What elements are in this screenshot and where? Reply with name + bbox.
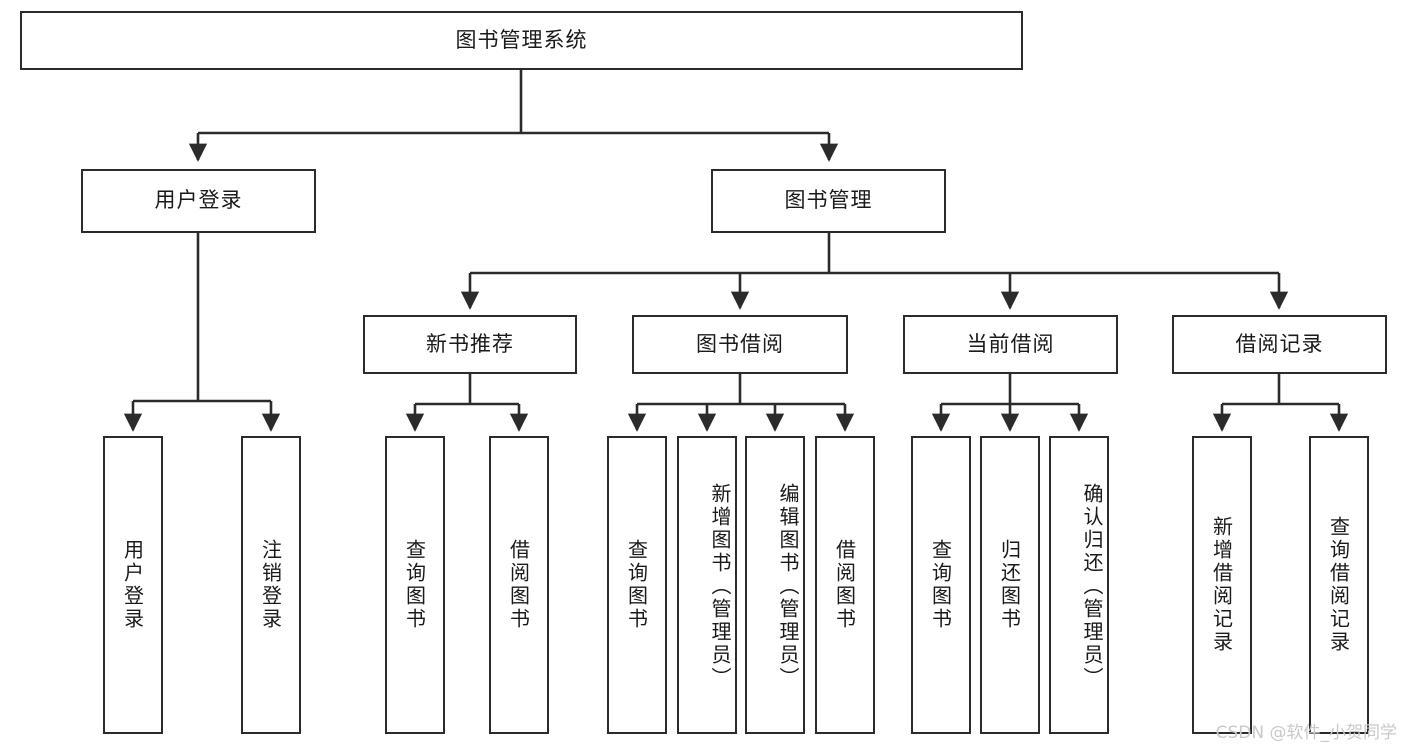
node-book-borrow[interactable]: 图书借阅 [632,315,848,374]
node-label: 用户登录 [154,188,243,213]
node-label: 归还图书 [997,539,1022,631]
node-label: 借阅记录 [1235,331,1324,356]
node-label: 查询图书 [402,539,427,631]
node-label: 借阅图书 [506,539,531,631]
leaf-borrow-book-borrow[interactable]: 借阅图书 [815,436,875,734]
leaf-query-book-borrow[interactable]: 查询图书 [607,436,667,734]
node-label: 新增借阅记录 [1209,516,1234,654]
node-label: 确认归还（管理员） [1080,482,1104,690]
node-user-login[interactable]: 用户登录 [81,169,316,233]
node-label: 查询图书 [624,539,649,631]
leaf-confirm-return-admin[interactable]: 确认归还（管理员） [1049,436,1109,734]
node-new-book-recommend[interactable]: 新书推荐 [363,315,577,374]
leaf-add-book-admin[interactable]: 新增图书（管理员） [677,436,737,734]
node-label: 新书推荐 [426,331,514,356]
leaf-query-borrow-record[interactable]: 查询借阅记录 [1309,436,1369,734]
leaf-return-book[interactable]: 归还图书 [980,436,1040,734]
node-label: 用户登录 [120,539,145,631]
node-label: 图书管理 [784,188,873,213]
leaf-user-login[interactable]: 用户登录 [103,436,163,734]
node-label: 查询图书 [928,539,953,631]
leaf-add-borrow-record[interactable]: 新增借阅记录 [1192,436,1252,734]
node-label: 当前借阅 [966,331,1055,356]
node-label: 图书管理系统 [455,27,588,52]
leaf-query-book-recommend[interactable]: 查询图书 [385,436,445,734]
leaf-edit-book-admin[interactable]: 编辑图书（管理员） [745,436,805,734]
node-label: 注销登录 [258,539,283,631]
node-current-borrow[interactable]: 当前借阅 [903,315,1118,374]
node-label: 图书借阅 [696,331,784,356]
node-root-book-management-system[interactable]: 图书管理系统 [20,11,1023,70]
leaf-logout-login[interactable]: 注销登录 [241,436,301,734]
csdn-watermark: CSDN @软件_小贺同学 [1215,723,1397,743]
node-label: 借阅图书 [832,539,857,631]
node-label: 新增图书（管理员） [708,482,732,690]
node-book-management[interactable]: 图书管理 [711,169,946,233]
leaf-borrow-book-recommend[interactable]: 借阅图书 [489,436,549,734]
node-label: 查询借阅记录 [1326,516,1351,654]
node-label: 编辑图书（管理员） [776,482,800,690]
leaf-query-book-current[interactable]: 查询图书 [911,436,971,734]
node-borrow-record[interactable]: 借阅记录 [1172,315,1387,374]
